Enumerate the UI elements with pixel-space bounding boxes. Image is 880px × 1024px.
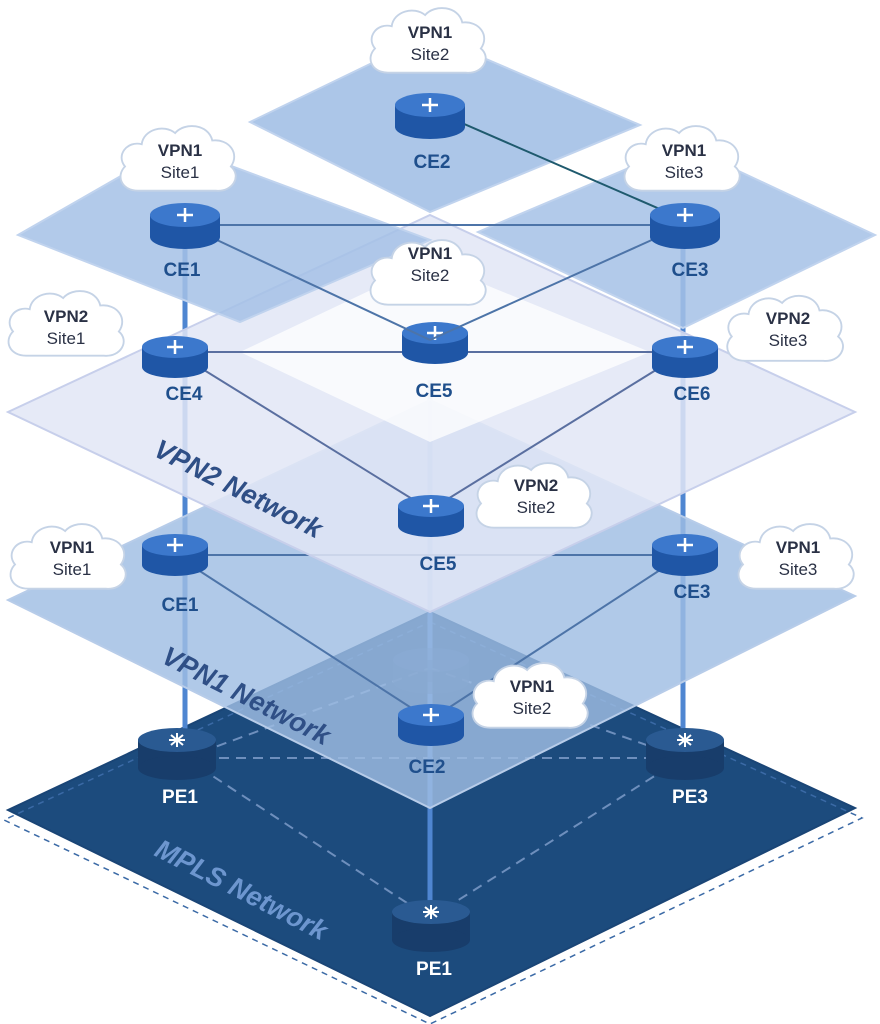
svg-text:VPN2: VPN2 bbox=[766, 309, 810, 328]
router-pe1-bottom[interactable] bbox=[392, 900, 470, 952]
router-ce4[interactable] bbox=[142, 336, 208, 378]
label-ce1-top: CE1 bbox=[164, 260, 201, 281]
label-ce5-upper: CE5 bbox=[416, 381, 453, 402]
cloud-vpn1-site2-mid: VPN1 Site2 bbox=[471, 662, 589, 729]
router-pe1-left[interactable] bbox=[138, 728, 216, 780]
router-ce6[interactable] bbox=[652, 336, 718, 378]
label-ce1-mid: CE1 bbox=[162, 595, 199, 616]
plus-icon bbox=[422, 98, 438, 112]
svg-text:VPN1: VPN1 bbox=[50, 538, 94, 557]
plus-icon bbox=[177, 208, 193, 222]
router-ce3-mid[interactable] bbox=[652, 534, 718, 576]
plus-icon bbox=[423, 708, 439, 722]
plus-icon bbox=[423, 499, 439, 513]
plus-icon bbox=[167, 538, 183, 552]
svg-text:VPN1: VPN1 bbox=[408, 244, 452, 263]
router-ce5-upper[interactable] bbox=[402, 322, 468, 364]
svg-text:Site3: Site3 bbox=[665, 163, 704, 182]
label-pe3: PE3 bbox=[672, 787, 708, 808]
label-pe1-left: PE1 bbox=[162, 787, 198, 808]
router-ce2-top[interactable] bbox=[395, 93, 465, 139]
router-ce5-lower[interactable] bbox=[398, 495, 464, 537]
svg-text:Site2: Site2 bbox=[513, 699, 552, 718]
cloud-vpn1-site1-top: VPN1 Site1 bbox=[119, 125, 237, 192]
svg-text:Site1: Site1 bbox=[161, 163, 200, 182]
svg-text:Site1: Site1 bbox=[53, 560, 92, 579]
top-links bbox=[184, 109, 686, 341]
plus-icon bbox=[677, 538, 693, 552]
asterisk-icon bbox=[677, 733, 693, 747]
label-ce6: CE6 bbox=[674, 384, 711, 405]
asterisk-icon bbox=[423, 905, 439, 919]
label-ce5-lower: CE5 bbox=[420, 554, 457, 575]
label-ce2-top: CE2 bbox=[414, 152, 451, 173]
mpls-links bbox=[184, 667, 684, 919]
svg-text:Site2: Site2 bbox=[411, 45, 450, 64]
cloud-vpn1-site3-mid: VPN1 Site3 bbox=[737, 523, 855, 590]
svg-text:VPN1: VPN1 bbox=[776, 538, 820, 557]
label-ce4: CE4 bbox=[166, 384, 203, 405]
cloud-vpn1-site3-top: VPN1 Site3 bbox=[623, 125, 741, 192]
label-ce3-mid: CE3 bbox=[674, 582, 711, 603]
asterisk-icon bbox=[169, 733, 185, 747]
plus-icon bbox=[677, 208, 693, 222]
svg-text:Site2: Site2 bbox=[517, 498, 556, 517]
label-pe1-bottom: PE1 bbox=[416, 959, 452, 980]
svg-text:VPN2: VPN2 bbox=[44, 307, 88, 326]
svg-text:Site3: Site3 bbox=[769, 331, 808, 350]
router-ce1-top[interactable] bbox=[150, 203, 220, 249]
cloud-vpn2-site1: VPN2 Site1 bbox=[7, 290, 125, 357]
svg-text:VPN1: VPN1 bbox=[158, 141, 202, 160]
cloud-vpn1-site1-mid: VPN1 Site1 bbox=[9, 523, 127, 590]
router-ce3-top[interactable] bbox=[650, 203, 720, 249]
svg-text:Site3: Site3 bbox=[779, 560, 818, 579]
router-ce1-mid[interactable] bbox=[142, 534, 208, 576]
svg-text:VPN1: VPN1 bbox=[510, 677, 554, 696]
plus-icon bbox=[677, 340, 693, 354]
cloud-vpn2-site3: VPN2 Site3 bbox=[726, 294, 844, 362]
cloud-vpn1-site2-top: VPN1 Site2 bbox=[369, 7, 487, 74]
svg-text:VPN1: VPN1 bbox=[662, 141, 706, 160]
svg-text:VPN1: VPN1 bbox=[408, 23, 452, 42]
router-pe3[interactable] bbox=[646, 728, 724, 780]
svg-text:Site1: Site1 bbox=[47, 329, 86, 348]
label-ce2-mid: CE2 bbox=[409, 757, 446, 778]
svg-text:VPN2: VPN2 bbox=[514, 476, 558, 495]
plus-icon bbox=[167, 340, 183, 354]
router-ce2-mid[interactable] bbox=[398, 704, 464, 746]
cloud-vpn1-site2-upper: VPN1 Site2 bbox=[369, 239, 487, 306]
cloud-vpn2-site2: VPN2 Site2 bbox=[475, 462, 593, 529]
label-ce3-top: CE3 bbox=[672, 260, 709, 281]
svg-text:Site2: Site2 bbox=[411, 266, 450, 285]
